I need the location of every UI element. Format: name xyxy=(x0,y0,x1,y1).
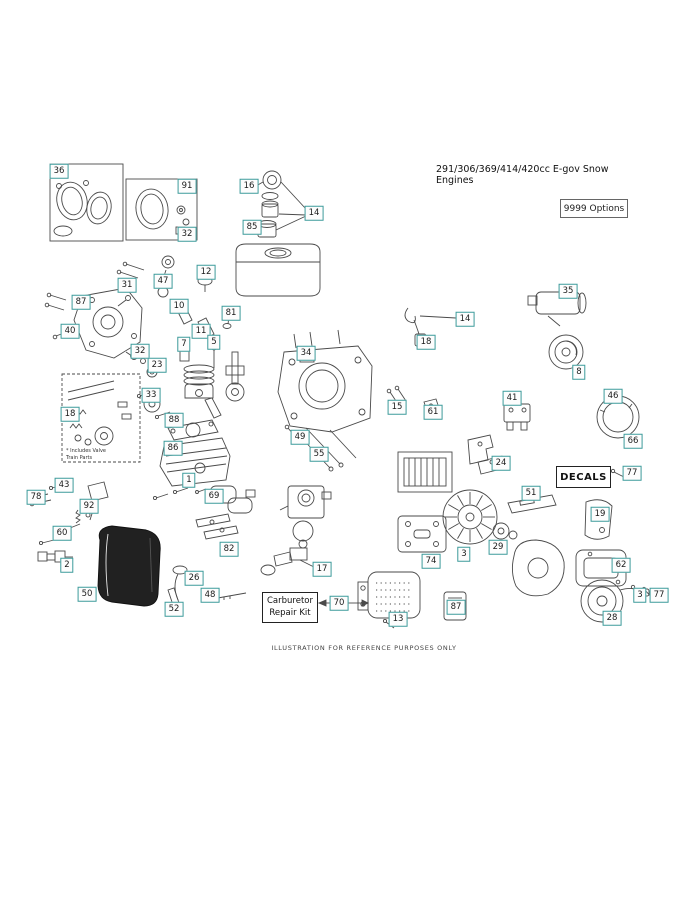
misc-screws xyxy=(610,468,653,599)
part-callout-82[interactable]: 82 xyxy=(219,541,239,557)
starter-motor xyxy=(527,291,587,327)
part-callout-48[interactable]: 48 xyxy=(200,587,220,603)
part-callout-60[interactable]: 60 xyxy=(52,525,72,541)
valve-train-note: * Includes Valve Train Parts xyxy=(66,448,107,461)
part-callout-12[interactable]: 12 xyxy=(196,264,216,280)
part-callout-66[interactable]: 66 xyxy=(623,433,643,449)
part-callout-7[interactable]: 7 xyxy=(177,336,191,352)
part-callout-32[interactable]: 32 xyxy=(177,226,197,242)
part-callout-86[interactable]: 86 xyxy=(163,440,183,456)
part-callout-10[interactable]: 10 xyxy=(169,298,189,314)
part-callout-87[interactable]: 87 xyxy=(446,599,466,615)
head-gasket xyxy=(167,419,219,441)
part-callout-85[interactable]: 85 xyxy=(242,219,262,235)
part-callout-41[interactable]: 41 xyxy=(502,390,522,406)
diagram-title: 291/306/369/414/420cc E-gov Snow Engines xyxy=(436,164,609,186)
part-callout-24[interactable]: 24 xyxy=(491,455,511,471)
part-callout-5[interactable]: 5 xyxy=(207,334,221,350)
part-callout-87[interactable]: 87 xyxy=(71,294,91,310)
crankshaft xyxy=(225,351,245,402)
gasket-kit-box xyxy=(49,163,124,242)
part-callout-18[interactable]: 18 xyxy=(60,406,80,422)
part-callout-2[interactable]: 2 xyxy=(60,557,74,573)
part-callout-15[interactable]: 15 xyxy=(387,399,407,415)
part-callout-11[interactable]: 11 xyxy=(191,323,211,339)
part-callout-34[interactable]: 34 xyxy=(296,345,316,361)
part-callout-55[interactable]: 55 xyxy=(309,446,329,462)
part-callout-81[interactable]: 81 xyxy=(221,305,241,321)
part-callout-69[interactable]: 69 xyxy=(204,488,224,504)
reference-note: ILLUSTRATION FOR REFERENCE PURPOSES ONLY xyxy=(271,644,457,652)
part-callout-29[interactable]: 29 xyxy=(488,539,508,555)
part-callout-16[interactable]: 16 xyxy=(239,178,259,194)
part-callout-47[interactable]: 47 xyxy=(153,273,173,289)
part-callout-3[interactable]: 3 xyxy=(633,587,647,603)
rear-housing xyxy=(511,539,565,597)
part-callout-91[interactable]: 91 xyxy=(177,178,197,194)
part-callout-33[interactable]: 33 xyxy=(141,387,161,403)
fuel-cap-parts xyxy=(255,170,307,218)
engine-block xyxy=(277,329,373,433)
part-callout-1[interactable]: 1 xyxy=(182,472,196,488)
blower-housing-shroud xyxy=(97,525,161,607)
part-callout-19[interactable]: 19 xyxy=(590,506,610,522)
part-callout-14[interactable]: 14 xyxy=(455,311,475,327)
part-callout-61[interactable]: 61 xyxy=(423,404,443,420)
part-callout-26[interactable]: 26 xyxy=(184,570,204,586)
options-box: 9999 Options xyxy=(560,199,628,218)
carburetor xyxy=(260,485,332,576)
part-callout-36[interactable]: 36 xyxy=(49,163,69,179)
part-callout-18[interactable]: 18 xyxy=(416,334,436,350)
part-callout-50[interactable]: 50 xyxy=(77,586,97,602)
part-callout-40[interactable]: 40 xyxy=(60,323,80,339)
part-callout-70[interactable]: 70 xyxy=(329,595,349,611)
part-callout-74[interactable]: 74 xyxy=(421,553,441,569)
decals-box: DECALS xyxy=(556,466,611,488)
heat-shield xyxy=(397,515,447,553)
debris-screen xyxy=(397,451,453,493)
part-callout-49[interactable]: 49 xyxy=(290,429,310,445)
flywheel xyxy=(442,489,498,545)
part-callout-51[interactable]: 51 xyxy=(521,485,541,501)
part-callout-92[interactable]: 92 xyxy=(79,498,99,514)
part-callout-31[interactable]: 31 xyxy=(117,277,137,293)
shield-plates xyxy=(195,513,239,540)
recoil-pulley xyxy=(548,334,584,370)
part-callout-46[interactable]: 46 xyxy=(603,388,623,404)
part-callout-13[interactable]: 13 xyxy=(388,611,408,627)
part-callout-17[interactable]: 17 xyxy=(312,561,332,577)
part-callout-78[interactable]: 78 xyxy=(26,489,46,505)
carburetor-repair-kit-box: Carburetor Repair Kit xyxy=(262,592,318,623)
part-callout-23[interactable]: 23 xyxy=(147,357,167,373)
part-callout-14[interactable]: 14 xyxy=(304,205,324,221)
part-callout-28[interactable]: 28 xyxy=(602,610,622,626)
fuel-tank xyxy=(235,215,321,297)
part-callout-88[interactable]: 88 xyxy=(164,412,184,428)
part-callout-8[interactable]: 8 xyxy=(572,364,586,380)
starter-cup xyxy=(492,522,518,540)
part-callout-3[interactable]: 3 xyxy=(457,546,471,562)
part-callout-43[interactable]: 43 xyxy=(54,477,74,493)
part-callout-77[interactable]: 77 xyxy=(622,465,642,481)
piston-assembly xyxy=(183,364,222,419)
part-callout-35[interactable]: 35 xyxy=(558,283,578,299)
part-callout-52[interactable]: 52 xyxy=(164,601,184,617)
part-callout-32[interactable]: 32 xyxy=(130,343,150,359)
part-callout-62[interactable]: 62 xyxy=(611,557,631,573)
gasket-set-box xyxy=(125,178,198,241)
part-callout-77[interactable]: 77 xyxy=(649,587,669,603)
